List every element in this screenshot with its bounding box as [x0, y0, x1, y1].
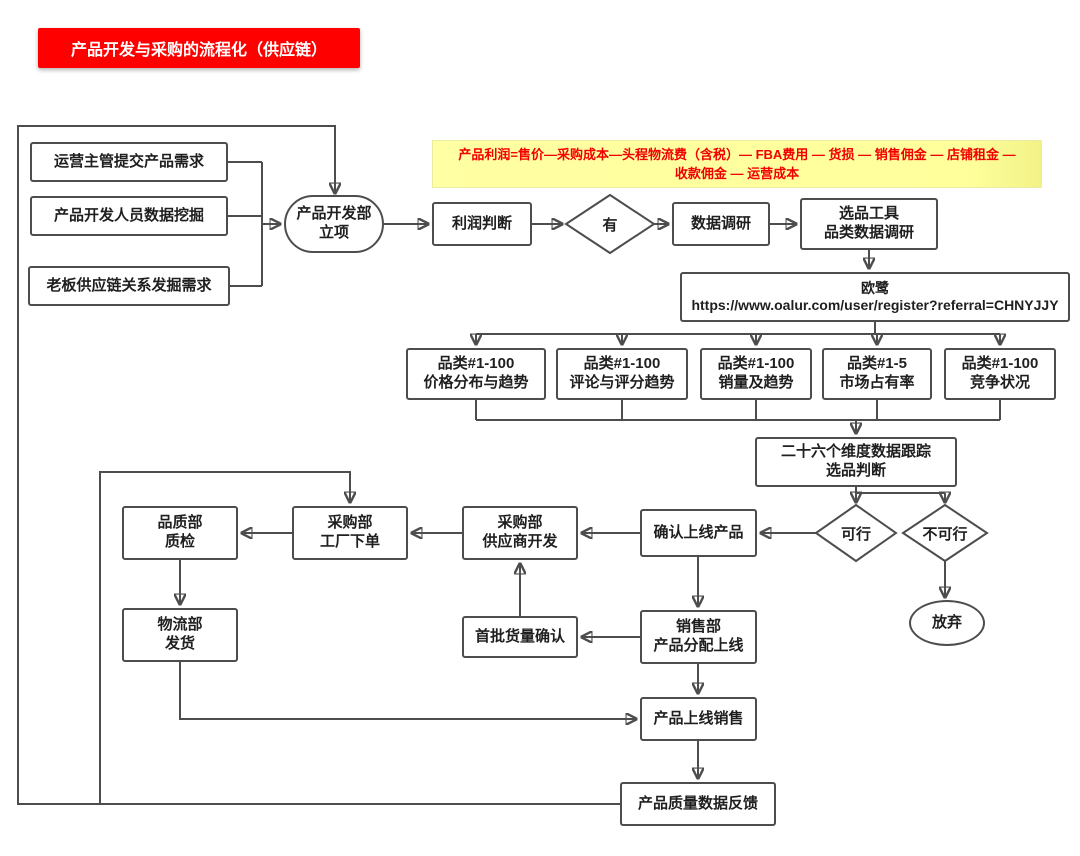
node-abandon: 放弃	[909, 600, 985, 646]
node-has-profit-label: 有	[602, 216, 618, 234]
node-project-initiation: 产品开发部 立项	[284, 195, 384, 253]
node-logistics-ship: 物流部 发货	[122, 608, 238, 662]
node-cat-competition: 品类#1-100 竞争状况	[944, 348, 1056, 400]
edge-oalur-fanout	[476, 322, 1000, 335]
node-product-online-sales: 产品上线销售	[640, 697, 757, 741]
node-cat-price-trend: 品类#1-100 价格分布与趋势	[406, 348, 546, 400]
page-title: 产品开发与采购的流程化（供应链）	[38, 28, 360, 68]
edge-categories-merge	[475, 400, 1001, 421]
node-oalur-url: 欧鹭 https://www.oalur.com/user/register?r…	[680, 272, 1070, 322]
node-data-research: 数据调研	[672, 202, 770, 246]
node-quality-data-feedback: 产品质量数据反馈	[620, 782, 776, 826]
node-sales-allocation: 销售部 产品分配上线	[640, 610, 757, 664]
node-first-batch-confirm: 首批货量确认	[462, 616, 578, 658]
node-cat-sales-trend: 品类#1-100 销量及趋势	[700, 348, 812, 400]
node-cat-market-share: 品类#1-5 市场占有率	[822, 348, 932, 400]
node-confirm-launch: 确认上线产品	[640, 509, 757, 557]
edge-requirements-merge	[228, 161, 263, 287]
edge-logistics-to-online	[179, 662, 635, 719]
node-supplier-development: 采购部 供应商开发	[462, 506, 578, 560]
node-requirement-dev: 产品开发人员数据挖掘	[30, 196, 228, 236]
node-26-dimension-judge: 二十六个维度数据跟踪 选品判断	[755, 437, 957, 487]
infeasible-diamond-shape	[901, 503, 989, 563]
node-profit-judgment: 利润判断	[432, 202, 532, 246]
node-requirement-ops: 运营主管提交产品需求	[30, 142, 228, 182]
has-profit-diamond-shape	[564, 193, 656, 255]
node-requirement-boss: 老板供应链关系发掘需求	[28, 266, 230, 306]
profit-formula-note: 产品利润=售价—采购成本—头程物流费（含税）— FBA费用 — 货损 — 销售佣…	[432, 140, 1042, 188]
node-infeasible-label: 不可行	[922, 525, 968, 543]
node-cat-review-trend: 品类#1-100 评论与评分趋势	[556, 348, 688, 400]
node-selection-tool: 选品工具 品类数据调研	[800, 198, 938, 250]
feasible-diamond-shape	[814, 503, 898, 563]
edge-judge-split	[855, 487, 945, 494]
edge-feedback-to-factory-loop	[99, 471, 350, 804]
node-factory-order: 采购部 工厂下单	[292, 506, 408, 560]
edge-feedback-to-project-loop	[17, 125, 620, 805]
node-feasible-label: 可行	[840, 525, 871, 543]
node-quality-check: 品质部 质检	[122, 506, 238, 560]
